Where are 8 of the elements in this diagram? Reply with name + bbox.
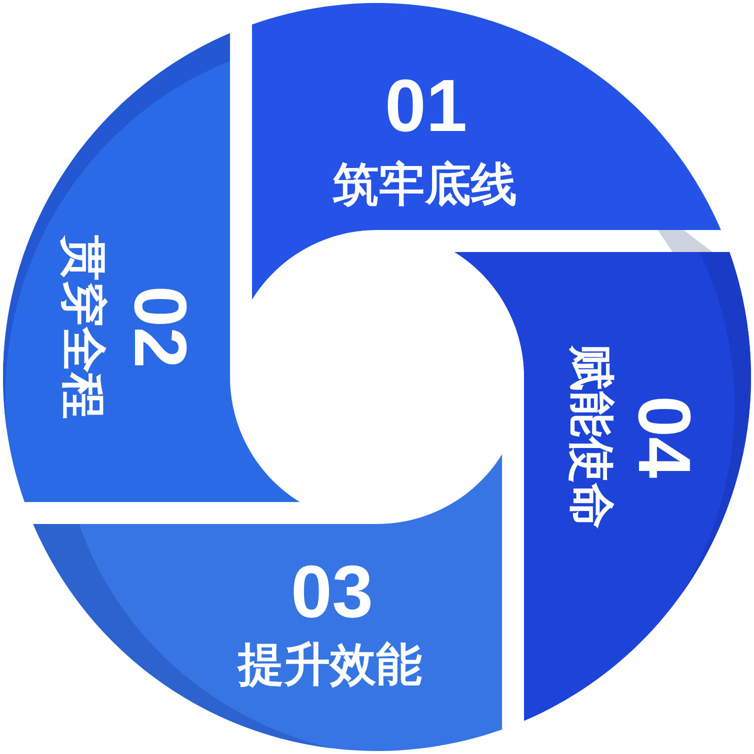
- step-title: 贯穿全程: [61, 235, 107, 419]
- step-title: 提升效能: [238, 641, 422, 687]
- step-title: 筑牢底线: [333, 161, 517, 207]
- step-number: 01: [384, 69, 468, 143]
- step-number: 02: [123, 286, 197, 368]
- step-number: 03: [290, 555, 374, 629]
- step-title: 赋能使命: [569, 345, 615, 529]
- step-number: 04: [627, 396, 701, 478]
